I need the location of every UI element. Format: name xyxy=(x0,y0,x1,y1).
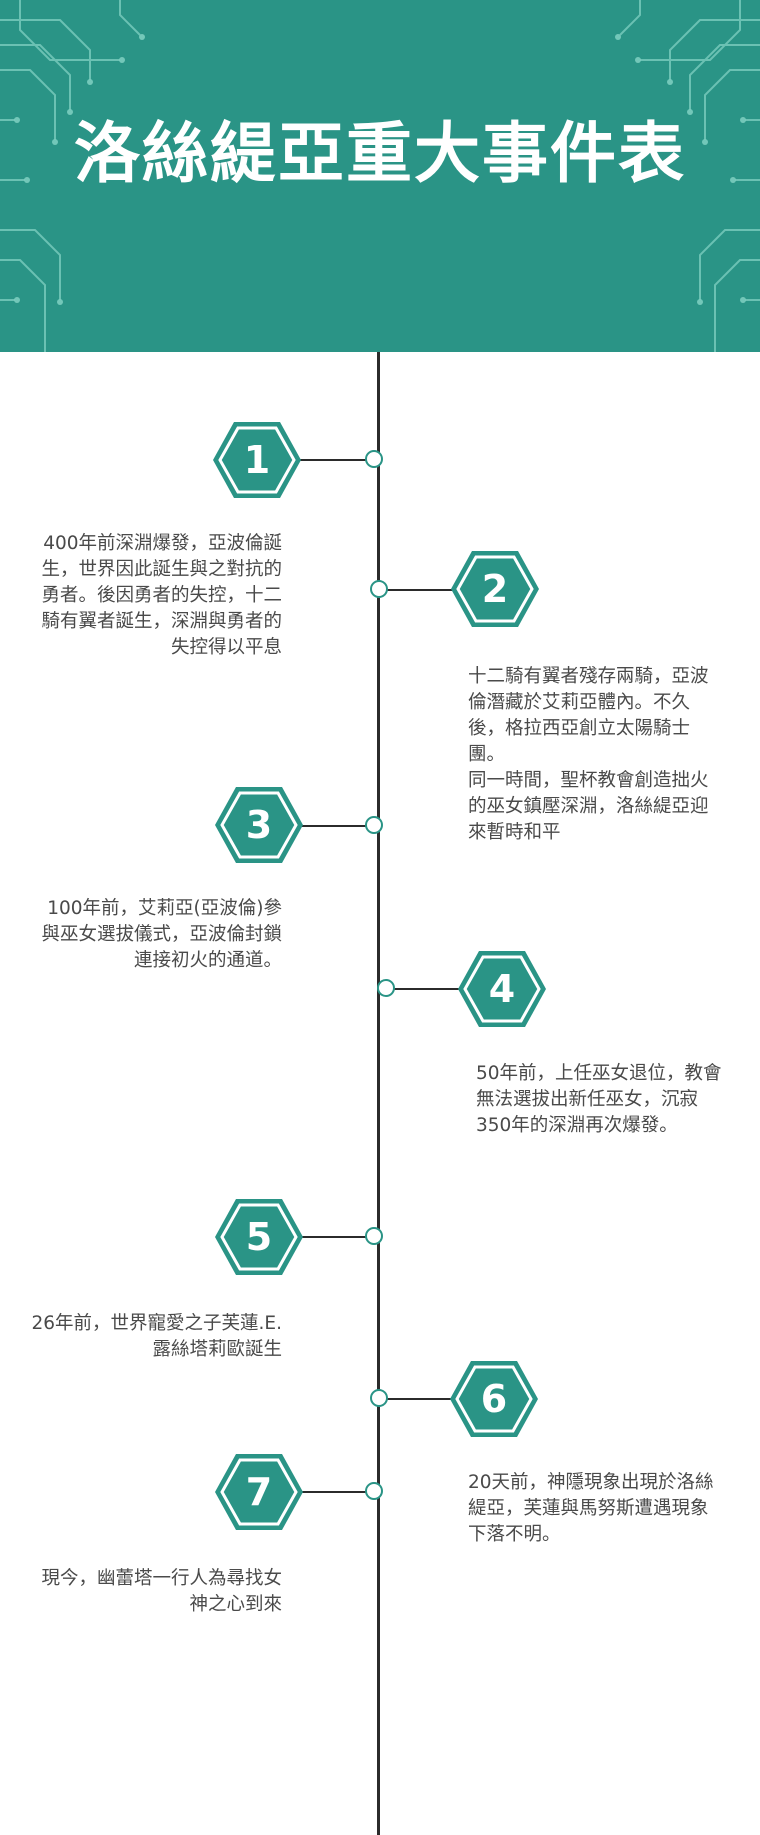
connector-1 xyxy=(300,459,372,461)
event-text-2b: 同一時間，聖杯教會創造拙火的巫女鎮壓深淵，洛絲緹亞迎來暫時和平 xyxy=(468,770,709,843)
event-text-1: 400年前深淵爆發，亞波倫誕生，世界因此誕生與之對抗的勇者。後因勇者的失控，十二… xyxy=(41,533,282,658)
connector-3 xyxy=(300,825,372,827)
event-number-7: 7 xyxy=(245,1470,273,1514)
header-banner: 洛絲緹亞重大事件表 xyxy=(0,0,760,352)
event-text-2a: 十二騎有翼者殘存兩騎，亞波倫潛藏於艾莉亞體內。不久後，格拉西亞創立太陽騎士團。 xyxy=(468,666,709,765)
timeline-dot-5 xyxy=(365,1227,383,1245)
event-number-4: 4 xyxy=(488,967,516,1011)
hex-badge-2: 2 xyxy=(449,549,541,629)
event-text-6: 20天前，神隱現象出現於洛絲緹亞，芙蓮與馬努斯遭遇現象下落不明。 xyxy=(468,1472,714,1545)
event-description-7: 現今，幽蕾塔一行人為尋找女神之心到來 xyxy=(30,1566,282,1618)
event-description-5: 26年前，世界寵愛之子芙蓮.E.露絲塔莉歐誕生 xyxy=(30,1311,283,1363)
timeline-dot-2 xyxy=(370,580,388,598)
event-description-3: 100年前，艾莉亞(亞波倫)參與巫女選拔儀式，亞波倫封鎖連接初火的通道。 xyxy=(30,896,282,974)
timeline-dot-6 xyxy=(370,1389,388,1407)
event-number-2: 2 xyxy=(481,567,509,611)
timeline-dot-1 xyxy=(365,450,383,468)
event-text-5: 26年前，世界寵愛之子芙蓮.E.露絲塔莉歐誕生 xyxy=(31,1313,283,1360)
event-number-3: 3 xyxy=(245,803,273,847)
connector-6 xyxy=(386,1398,456,1400)
event-description-1: 400年前深淵爆發，亞波倫誕生，世界因此誕生與之對抗的勇者。後因勇者的失控，十二… xyxy=(30,531,282,661)
hex-badge-5: 5 xyxy=(213,1197,305,1277)
connector-2 xyxy=(386,589,456,591)
timeline-dot-7 xyxy=(365,1482,383,1500)
connector-5 xyxy=(300,1236,372,1238)
event-description-6: 20天前，神隱現象出現於洛絲緹亞，芙蓮與馬努斯遭遇現象下落不明。 xyxy=(468,1470,720,1548)
page-title: 洛絲緹亞重大事件表 xyxy=(74,115,686,192)
event-number-1: 1 xyxy=(243,438,271,482)
hex-badge-1: 1 xyxy=(211,420,303,500)
event-description-4: 50年前，上任巫女退位，教會無法選拔出新任巫女，沉寂350年的深淵再次爆發。 xyxy=(476,1061,726,1139)
connector-4 xyxy=(386,988,464,990)
event-number-5: 5 xyxy=(245,1215,273,1259)
event-number-6: 6 xyxy=(480,1377,508,1421)
hex-badge-6: 6 xyxy=(448,1359,540,1439)
event-text-4: 50年前，上任巫女退位，教會無法選拔出新任巫女，沉寂350年的深淵再次爆發。 xyxy=(476,1063,722,1136)
timeline-dot-3 xyxy=(365,816,383,834)
hex-badge-3: 3 xyxy=(213,785,305,865)
event-description-2: 十二騎有翼者殘存兩騎，亞波倫潛藏於艾莉亞體內。不久後，格拉西亞創立太陽騎士團。 … xyxy=(468,664,716,846)
connector-7 xyxy=(300,1491,372,1493)
timeline-dot-4 xyxy=(377,979,395,997)
event-text-7: 現今，幽蕾塔一行人為尋找女神之心到來 xyxy=(41,1568,282,1615)
event-text-3: 100年前，艾莉亞(亞波倫)參與巫女選拔儀式，亞波倫封鎖連接初火的通道。 xyxy=(41,898,282,971)
hex-badge-4: 4 xyxy=(456,949,548,1029)
hex-badge-7: 7 xyxy=(213,1452,305,1532)
circuit-pattern-decoration xyxy=(0,0,760,352)
timeline-axis xyxy=(377,352,380,1835)
